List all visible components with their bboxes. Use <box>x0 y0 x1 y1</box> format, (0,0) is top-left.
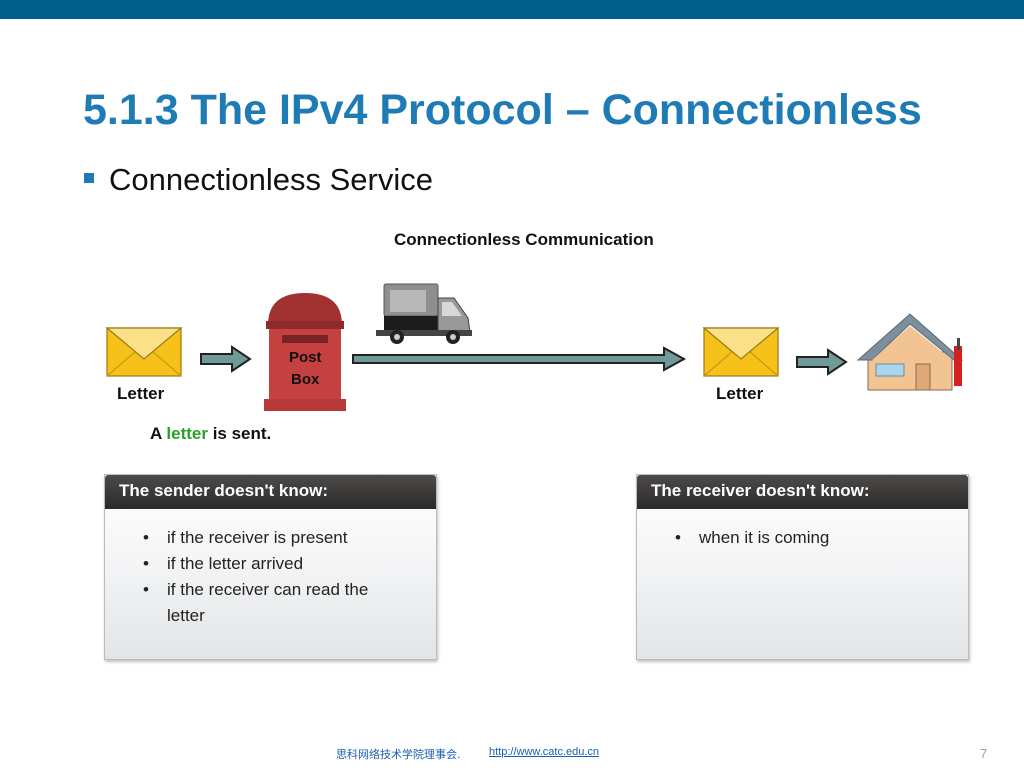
footer-org: 思科网络技术学院理事会. <box>336 748 461 761</box>
caption-prefix: A <box>150 424 162 443</box>
house-icon <box>856 313 964 391</box>
bullet-square-icon <box>84 173 94 183</box>
footer-url-link[interactable]: http://www.catc.edu.cn <box>489 746 600 758</box>
envelope-icon <box>105 327 183 377</box>
page-number: 7 <box>980 746 988 761</box>
caption-suffix: is sent. <box>212 424 272 443</box>
bullet-text: Connectionless Service <box>109 162 433 197</box>
list-item: if the receiver is present <box>143 525 436 551</box>
arrow-icon <box>796 348 848 376</box>
receiver-list: when it is coming <box>637 509 968 551</box>
list-item: if the receiver can read the letter <box>143 577 407 629</box>
sender-list: if the receiver is present if the letter… <box>105 509 436 629</box>
receiver-letter-label: Letter <box>716 384 764 403</box>
list-item: when it is coming <box>675 525 968 551</box>
postbox-icon <box>264 293 346 411</box>
caption-highlight: letter <box>166 424 208 443</box>
envelope-icon <box>702 327 780 377</box>
receiver-panel-header: The receiver doesn't know: <box>637 475 968 509</box>
sender-panel-header: The sender doesn't know: <box>105 475 436 509</box>
slide-title: 5.1.3 The IPv4 Protocol – Connectionless <box>83 86 922 134</box>
postbox-label-line2: Box <box>291 371 320 388</box>
sent-caption: A letter is sent. <box>150 424 271 444</box>
postbox-label-line1: Post <box>289 349 322 366</box>
top-accent-bar <box>0 0 1024 19</box>
transit-arrow-icon <box>352 346 687 372</box>
diagram-title: Connectionless Communication <box>394 230 654 249</box>
sender-panel: The sender doesn't know: if the receiver… <box>104 474 437 660</box>
truck-icon <box>376 283 472 344</box>
list-item: if the letter arrived <box>143 551 436 577</box>
receiver-panel: The receiver doesn't know: when it is co… <box>636 474 969 660</box>
arrow-icon <box>200 345 252 373</box>
sender-letter-label: Letter <box>117 384 165 403</box>
